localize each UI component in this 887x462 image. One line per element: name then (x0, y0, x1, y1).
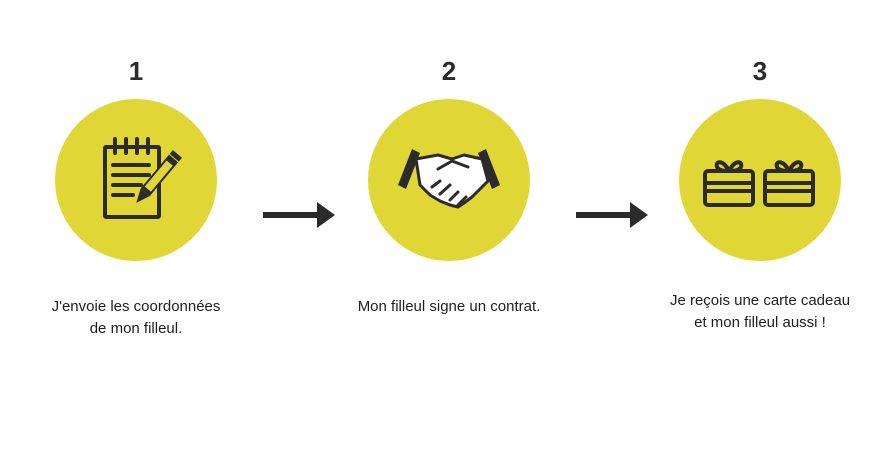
step-2-caption: Mon filleul signe un contrat. (319, 296, 579, 318)
step-1-caption-line-2: de mon filleul. (89, 320, 183, 337)
step-2-circle (368, 99, 530, 261)
arrow-right-icon (576, 202, 648, 228)
arrow-right-icon (263, 202, 335, 228)
step-3-caption-line-2: et mon filleul aussi ! (694, 314, 826, 331)
step-1-number: 1 (128, 56, 144, 86)
step-1-caption: J'envoie les coordonnées de mon filleul. (6, 296, 266, 340)
step-3-circle (679, 99, 841, 261)
gift-cards-icon (703, 160, 815, 207)
step-3-caption: Je reçois une carte cadeau et mon filleu… (630, 290, 887, 334)
step-2-number: 2 (441, 56, 457, 86)
step-1-caption-line-1: J'envoie les coordonnées (51, 298, 221, 315)
step-3-caption-line-1: Je reçois une carte cadeau (669, 292, 851, 309)
step-3-number: 3 (752, 56, 768, 86)
notepad-pencil-icon (103, 137, 183, 219)
handshake-icon (398, 149, 500, 209)
step-2-caption-line-1: Mon filleul signe un contrat. (357, 298, 541, 315)
step-1-circle (55, 99, 217, 261)
